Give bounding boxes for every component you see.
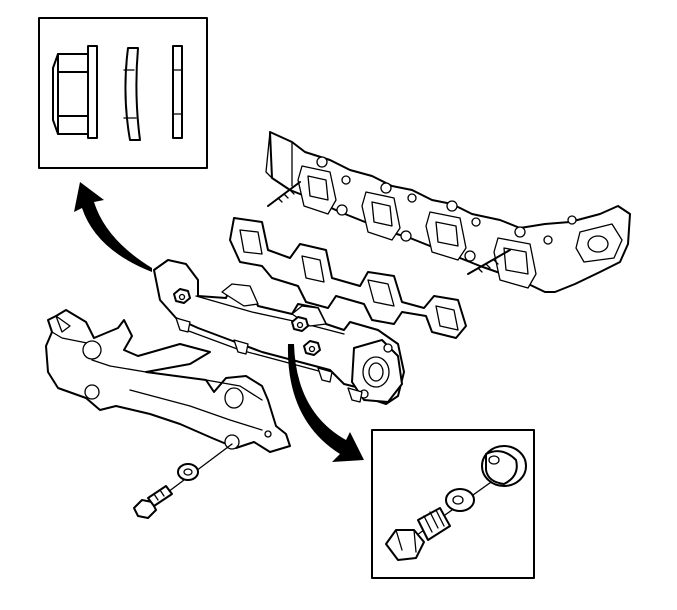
manifold-nut <box>303 340 321 356</box>
flanged-nut-icon <box>52 45 98 139</box>
head-port-2 <box>361 182 412 242</box>
washer-icon <box>172 45 183 139</box>
exhaust-manifold <box>153 259 405 405</box>
manifold-stud <box>467 249 511 275</box>
manifold-nut <box>291 316 309 332</box>
grommet-icon <box>481 445 527 487</box>
top-inset-frame <box>38 17 208 169</box>
top-detail-inset <box>38 17 208 169</box>
heat-shield-bolt <box>133 485 173 519</box>
head-end-outlet <box>575 223 623 263</box>
cylinder-head <box>265 131 631 293</box>
spacer-icon <box>123 47 141 141</box>
exhaust-manifold-gasket <box>229 217 467 339</box>
manifold-stud <box>267 181 301 207</box>
arrow-to-bottom-inset <box>287 344 364 462</box>
head-port-1 <box>297 156 348 216</box>
bolt-icon <box>385 507 451 561</box>
exhaust-manifold-heat-shield <box>45 309 291 453</box>
heat-shield-washer <box>177 463 199 481</box>
arrow-to-top-inset <box>74 182 152 272</box>
bottom-inset-frame <box>371 429 535 579</box>
head-port-4 <box>493 226 537 289</box>
bottom-detail-inset <box>371 429 535 579</box>
washer-icon <box>445 488 475 512</box>
manifold-nut <box>173 288 191 304</box>
heat-shield-fastener <box>133 443 233 519</box>
manifold-outlet-flange <box>351 339 403 403</box>
head-port-3 <box>425 200 476 262</box>
manifold-studs <box>267 181 511 275</box>
